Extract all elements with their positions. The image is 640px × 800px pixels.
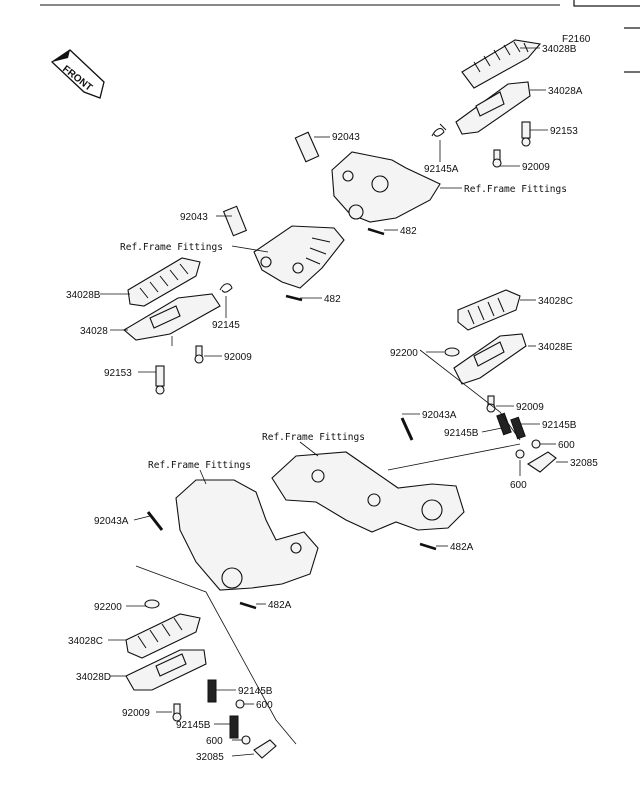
springs-92145B-left xyxy=(207,679,239,739)
label-92153-top: 92153 xyxy=(550,126,578,137)
label-482-mid: 482 xyxy=(324,294,341,305)
label-92200-left: 92200 xyxy=(94,602,122,613)
bolt-92009-top xyxy=(492,149,502,168)
label-92145B-r2: 92145B xyxy=(444,428,479,439)
pin-92043A-left xyxy=(146,511,164,531)
label-92145B-l2: 92145B xyxy=(176,720,211,731)
label-32085-left: 32085 xyxy=(196,752,224,763)
label-ref-rear-left: Ref.Frame Fittings xyxy=(148,460,251,471)
detent-32085-left xyxy=(253,739,277,759)
label-92145A: 92145A xyxy=(424,164,459,175)
rubber-pad-34028C-right xyxy=(457,289,521,331)
label-34028C-right: 34028C xyxy=(538,296,573,307)
label-34028B-left: 34028B xyxy=(66,290,101,301)
label-92043A-right: 92043A xyxy=(422,410,457,421)
label-600-r1: 600 xyxy=(558,440,575,451)
label-32085-right: 32085 xyxy=(570,458,598,469)
ball-600-left-1 xyxy=(235,699,245,709)
pin-92043-mid xyxy=(222,205,248,237)
ball-600-left-2 xyxy=(241,735,251,745)
washer-482-mid xyxy=(285,294,303,302)
label-92043-top: 92043 xyxy=(332,132,360,143)
ball-600-right-2 xyxy=(515,449,525,459)
washer-482A-left xyxy=(239,601,257,610)
rubber-pad-34028B-top xyxy=(461,39,542,89)
label-92009-left: 92009 xyxy=(224,352,252,363)
bracket-top-right xyxy=(331,151,441,223)
bolt-92009-bottom-left xyxy=(172,703,182,722)
detent-32085-right xyxy=(526,451,557,473)
front-arrow-icon: FRONT xyxy=(50,49,105,99)
washer-92200-right xyxy=(444,347,460,357)
label-92043A-left: 92043A xyxy=(94,516,129,527)
springs-92145B-right xyxy=(496,412,526,440)
spring-92145 xyxy=(219,283,233,293)
label-92009-right: 92009 xyxy=(516,402,544,413)
corner-tab xyxy=(573,0,640,7)
bolt-92153-left xyxy=(155,365,165,395)
label-92145B-r1: 92145B xyxy=(542,420,577,431)
bracket-mid-left xyxy=(253,225,345,289)
pin-92043-top xyxy=(294,131,320,163)
pin-92043A-right xyxy=(400,417,414,441)
rear-bracket-left xyxy=(175,479,319,591)
ball-600-right-1 xyxy=(531,439,541,449)
washer-482A-right xyxy=(419,542,437,551)
label-34028B-top: 34028B xyxy=(542,44,577,55)
spring-92145A xyxy=(431,123,447,137)
bolt-92009-right xyxy=(486,395,496,413)
figure-code: F2160 xyxy=(562,34,591,45)
rubber-pad-34028B-left xyxy=(127,257,201,307)
label-92043-mid: 92043 xyxy=(180,212,208,223)
footpeg-34028 xyxy=(123,293,221,341)
bolt-92009-left xyxy=(194,345,204,364)
label-34028C-left: 34028C xyxy=(68,636,103,647)
label-34028A: 34028A xyxy=(548,86,583,97)
label-34028D: 34028D xyxy=(76,672,111,683)
label-92009-bl: 92009 xyxy=(122,708,150,719)
label-34028E: 34028E xyxy=(538,342,573,353)
washer-92200-left xyxy=(144,599,160,609)
label-92200-right: 92200 xyxy=(390,348,418,359)
label-34028: 34028 xyxy=(80,326,108,337)
label-ref-top: Ref.Frame Fittings xyxy=(464,184,567,195)
rubber-pad-34028C-left xyxy=(125,613,201,659)
label-482-top: 482 xyxy=(400,226,417,237)
label-92145: 92145 xyxy=(212,320,240,331)
footpeg-34028A xyxy=(455,81,531,135)
bolt-92153-top xyxy=(521,121,531,147)
label-92009-top: 92009 xyxy=(522,162,550,173)
rear-bracket-right xyxy=(271,451,465,533)
leader-lines xyxy=(100,47,568,757)
label-ref-rear-right: Ref.Frame Fittings xyxy=(262,432,365,443)
label-600-r2: 600 xyxy=(510,480,527,491)
footpeg-34028D xyxy=(125,649,207,691)
label-600-l1: 600 xyxy=(256,700,273,711)
label-482A-left: 482A xyxy=(268,600,292,611)
footpeg-34028E xyxy=(453,333,527,385)
label-92145B-l1: 92145B xyxy=(238,686,273,697)
label-ref-mid: Ref.Frame Fittings xyxy=(120,242,223,253)
label-600-l2: 600 xyxy=(206,736,223,747)
label-92153-left: 92153 xyxy=(104,368,132,379)
washer-482-top xyxy=(367,227,385,236)
label-482A-right: 482A xyxy=(450,542,474,553)
